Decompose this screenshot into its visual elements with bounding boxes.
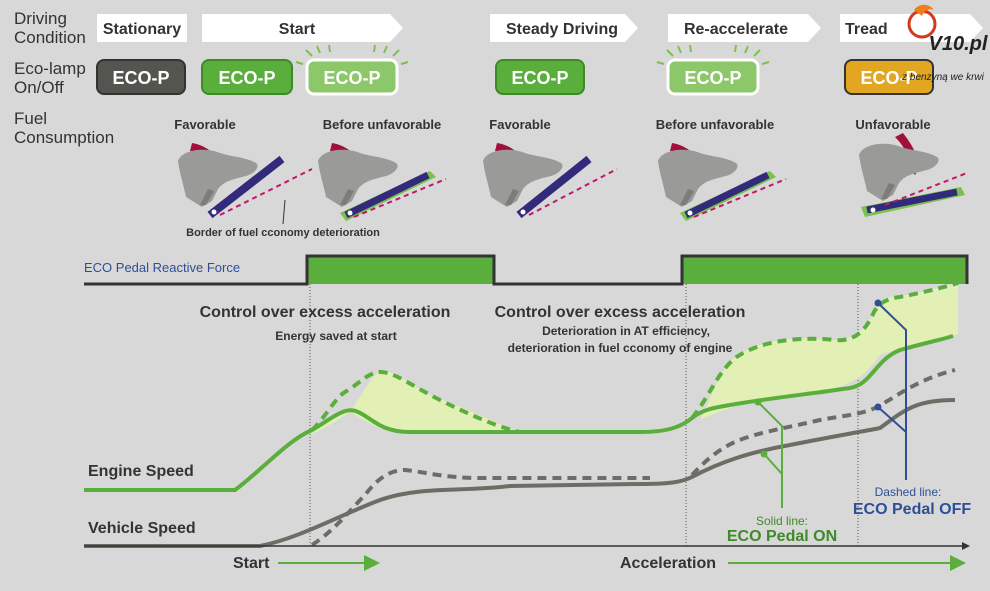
pedal-illustration-3: [483, 143, 618, 219]
vehicle-speed-eco-on-line: [84, 398, 956, 548]
pedal-icon: [684, 171, 770, 219]
condition-start-label: Start: [279, 21, 316, 38]
eco-lamp-blinking-reaccelerate-label: ECO-P: [684, 68, 741, 88]
row-label-driving-condition-1: Driving: [14, 9, 67, 28]
dashed-line-label: Dashed line:: [875, 485, 942, 499]
fuel-state-4: Before unfavorable: [656, 117, 774, 132]
eco-lamp-off-label: ECO-P: [112, 68, 169, 88]
pedal-icon: [344, 171, 430, 219]
row-label-fuel-consumption-2: Consumption: [14, 128, 114, 147]
pedal-illustration-2: [318, 143, 447, 221]
vehicle-speed-eco-off-line-start: [310, 467, 650, 547]
condition-tread-label: Tread: [845, 21, 888, 38]
condition-start: Start: [202, 14, 403, 42]
deterioration-border-line: [353, 178, 447, 218]
reactive-force-block-start: [307, 256, 494, 284]
pedal-icon: [866, 188, 958, 214]
condition-stationary-label: Stationary: [103, 21, 181, 38]
eco-lamp-on-steady: ECO-P: [495, 59, 585, 95]
deterioration-border-line: [528, 168, 618, 216]
fuel-state-5: Unfavorable: [855, 117, 930, 132]
condition-stationary: Stationary: [97, 14, 187, 42]
pedal-illustration-4: [658, 143, 787, 221]
acceleration-label: Acceleration: [620, 555, 716, 572]
pedal-icon: [207, 155, 285, 219]
eco-off-label: ECO Pedal OFF: [853, 501, 971, 518]
row-label-eco-lamp-2: On/Off: [14, 78, 64, 97]
eco-lamp-amber: ECO-P: [844, 59, 934, 95]
reactive-force-block-reaccelerate: [682, 256, 967, 284]
solid-line-label: Solid line:: [756, 514, 808, 528]
vehicle-speed-label: Vehicle Speed: [88, 520, 196, 537]
border-note-leader: [282, 199, 286, 225]
energy-saved-region: [310, 371, 520, 435]
engine-speed-label: Engine Speed: [88, 463, 194, 480]
control-title-1: Control over excess acceleration: [200, 304, 451, 321]
row-label-eco-lamp-1: Eco-lamp: [14, 59, 86, 78]
reactive-force-line: [84, 254, 969, 286]
fuel-state-1: Favorable: [174, 117, 235, 132]
eco-off-leader: [877, 302, 907, 480]
eco-lamp-amber-label: ECO-P: [860, 68, 917, 88]
eco-lamp-blinking-reaccelerate: ECO-P: [656, 44, 770, 96]
control-note-2b: deterioration in fuel cconomy of engine: [508, 341, 733, 355]
pedal-icon: [516, 155, 592, 219]
deterioration-border-line: [884, 172, 968, 206]
watermark-logo: V10.pl z benzyną we krwi: [901, 4, 988, 83]
pedal-illustration-1: [178, 143, 313, 219]
row-label-driving-condition-2: Condition: [14, 28, 86, 47]
deterioration-border-line: [693, 178, 787, 218]
eco-lamp-on-steady-label: ECO-P: [511, 68, 568, 88]
control-note-1: Energy saved at start: [275, 329, 396, 343]
condition-tread: Tread: [840, 14, 983, 42]
deterioration-border-line: [219, 168, 313, 216]
pedal-illustration-5: [859, 133, 968, 217]
border-note: Border of fuel cconomy deterioration: [186, 227, 380, 239]
condition-re-accelerate: Re-accelerate: [668, 14, 821, 42]
fuel-state-3: Favorable: [489, 117, 550, 132]
condition-re-accelerate-label: Re-accelerate: [684, 21, 788, 38]
condition-steady-driving: Steady Driving: [490, 14, 638, 42]
condition-steady-driving-label: Steady Driving: [506, 21, 618, 38]
engine-speed-eco-off-line-start: [310, 369, 521, 434]
eco-lamp-blinking-start-label: ECO-P: [323, 68, 380, 88]
eco-on-leader: [757, 401, 783, 508]
eco-on-label: ECO Pedal ON: [727, 528, 837, 545]
vehicle-speed-eco-off-line-reaccelerate: [690, 368, 956, 477]
fuel-state-2: Before unfavorable: [323, 117, 441, 132]
flame-icon: [914, 4, 934, 16]
control-note-2a: Deterioration in AT efficiency,: [542, 324, 710, 338]
eco-lamp-off: ECO-P: [96, 59, 186, 95]
row-label-fuel-consumption-1: Fuel: [14, 109, 47, 128]
watermark-brand: V10.pl: [929, 33, 988, 55]
control-title-2: Control over excess acceleration: [495, 304, 746, 321]
start-label: Start: [233, 555, 270, 572]
watermark-tagline: z benzyną we krwi: [901, 72, 984, 83]
time-axis-arrowhead: [962, 542, 970, 550]
reactive-force-label: ECO Pedal Reactive Force: [84, 260, 240, 275]
eco-lamp-on-start-label: ECO-P: [218, 68, 275, 88]
eco-lamp-on-start: ECO-P: [201, 59, 293, 95]
blink-rays-icon: [656, 44, 770, 65]
blink-rays-icon: [295, 44, 409, 65]
eco-lamp-blinking-start: ECO-P: [295, 44, 409, 96]
